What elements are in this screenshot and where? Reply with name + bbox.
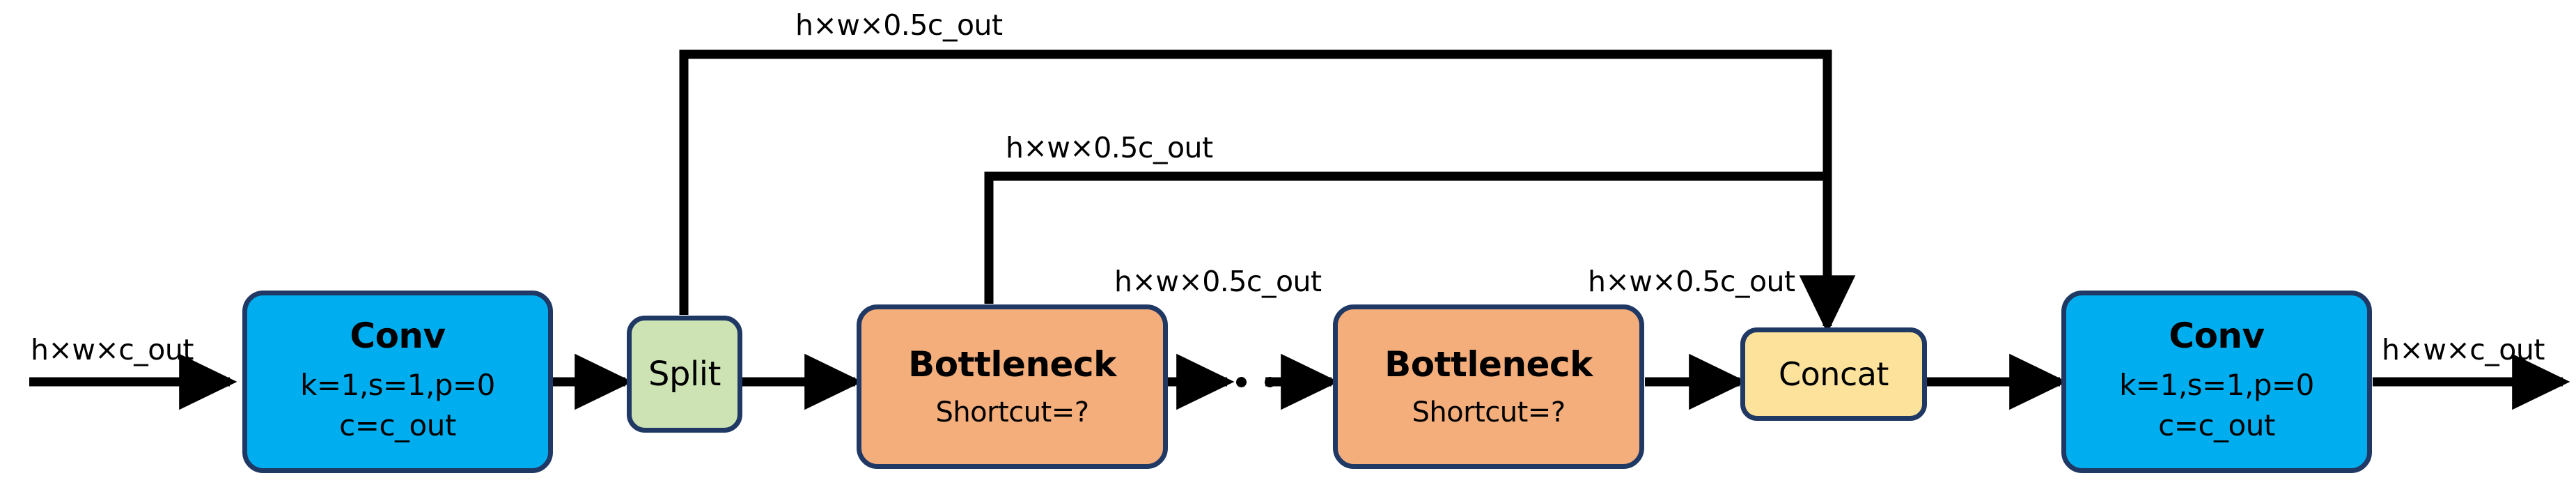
- node-conv-output-channels: c=c_out: [2158, 408, 2275, 443]
- node-conv-output-params: k=1,s=1,p=0: [2119, 368, 2314, 403]
- edge-label-between-bottlenecks: h×w×0.5c_out: [1114, 265, 1322, 298]
- ellipsis-dot: [1236, 377, 1247, 387]
- ellipsis-dot: [1265, 377, 1275, 387]
- node-conv-input-params: k=1,s=1,p=0: [300, 368, 495, 403]
- node-concat-title: Concat: [1779, 355, 1889, 393]
- node-conv-output[interactable]: Conv k=1,s=1,p=0 c=c_out: [2061, 291, 2372, 473]
- node-conv-input-channels: c=c_out: [339, 408, 456, 443]
- node-conv-output-title: Conv: [2169, 315, 2265, 356]
- edge-label-bottleneck-last-to-concat: h×w×0.5c_out: [1588, 265, 1795, 298]
- edge-label-input: h×w×c_out: [31, 333, 194, 366]
- node-conv-input[interactable]: Conv k=1,s=1,p=0 c=c_out: [242, 291, 553, 473]
- node-split-title: Split: [648, 354, 721, 394]
- node-bottleneck-first-title: Bottleneck: [908, 343, 1116, 385]
- node-split[interactable]: Split: [627, 316, 742, 433]
- node-bottleneck-last-shortcut: Shortcut=?: [1412, 396, 1566, 429]
- node-bottleneck-first-shortcut: Shortcut=?: [935, 396, 1089, 429]
- ellipsis-repeat-indicator: [1236, 377, 1304, 387]
- node-conv-input-title: Conv: [350, 315, 446, 356]
- node-bottleneck-last[interactable]: Bottleneck Shortcut=?: [1333, 304, 1644, 469]
- node-bottleneck-last-title: Bottleneck: [1384, 343, 1593, 385]
- node-bottleneck-first[interactable]: Bottleneck Shortcut=?: [857, 304, 1168, 469]
- ellipsis-dot: [1293, 377, 1304, 387]
- edge-label-bottleneck-first-skip: h×w×0.5c_out: [1006, 131, 1213, 164]
- node-concat[interactable]: Concat: [1740, 327, 1927, 421]
- edge-label-split-skip: h×w×0.5c_out: [795, 8, 1003, 42]
- edge-label-output: h×w×c_out: [2382, 333, 2545, 366]
